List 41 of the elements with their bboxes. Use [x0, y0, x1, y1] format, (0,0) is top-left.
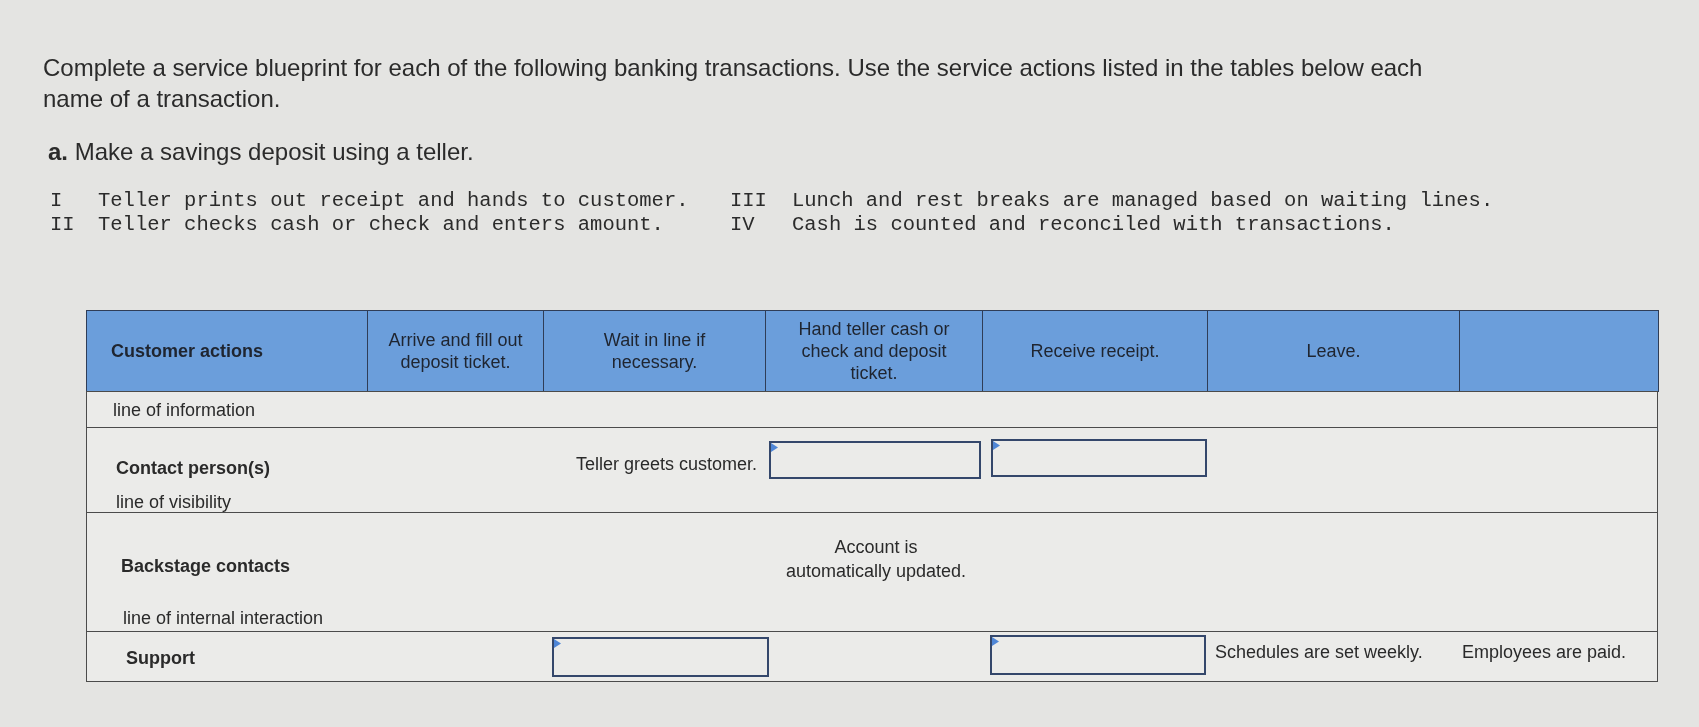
instruction-text: Complete a service blueprint for each of the following banking transactions. Use the service actions listed in the tables below each name of a transaction.	[43, 54, 1423, 112]
service-action-text: Teller prints out receipt and hands to customer.	[98, 189, 689, 212]
row-heading: Support	[126, 647, 196, 670]
answer-box	[991, 439, 1207, 477]
line-label: line of information	[113, 399, 257, 421]
header-cell	[982, 310, 1208, 392]
action-text: Hand teller cash or check and deposit ticket.	[797, 318, 951, 384]
header-cell	[367, 310, 544, 392]
service-action-text: Lunch and rest breaks are managed based on waiting lines.	[792, 189, 1494, 212]
service-action-text: Teller checks cash or check and enters amount.	[98, 213, 664, 236]
action-text: Teller greets customer.	[574, 453, 757, 476]
row-heading: Contact person(s)	[116, 457, 271, 480]
answer-box	[990, 635, 1206, 675]
row-heading: Customer actions	[111, 340, 264, 362]
roman-numeral: III	[730, 189, 767, 212]
service-action-text: Cash is counted and reconciled with transactions.	[792, 213, 1395, 236]
header-cell	[1459, 310, 1659, 392]
action-text: Account is automatically updated.	[784, 536, 968, 583]
header-cell	[1207, 310, 1460, 392]
swimlane-row	[86, 427, 1658, 513]
swimlane-row	[86, 631, 1658, 682]
line-label: line of visibility	[116, 491, 233, 513]
header-cell	[86, 310, 368, 392]
roman-numeral: II	[50, 213, 75, 236]
swimlane-row	[86, 512, 1658, 632]
action-text: Employees are paid.	[1462, 641, 1628, 664]
answer-box	[552, 637, 769, 677]
answer-box	[769, 441, 981, 479]
line-label: line of internal interaction	[123, 607, 325, 629]
header-cell	[765, 310, 983, 392]
swimlane-row	[86, 391, 1658, 428]
action-text: Schedules are set weekly.	[1215, 641, 1424, 664]
roman-numeral: IV	[730, 213, 755, 236]
row-heading: Backstage contacts	[121, 555, 292, 578]
action-text: Receive receipt.	[1030, 340, 1160, 362]
roman-numeral: I	[50, 189, 63, 212]
task-heading: a. Make a savings deposit using a teller.	[48, 138, 474, 165]
action-text: Arrive and fill out deposit ticket.	[387, 329, 524, 373]
header-cell	[543, 310, 766, 392]
action-text: Wait in line if necessary.	[602, 329, 707, 373]
action-text: Leave.	[1306, 340, 1361, 362]
